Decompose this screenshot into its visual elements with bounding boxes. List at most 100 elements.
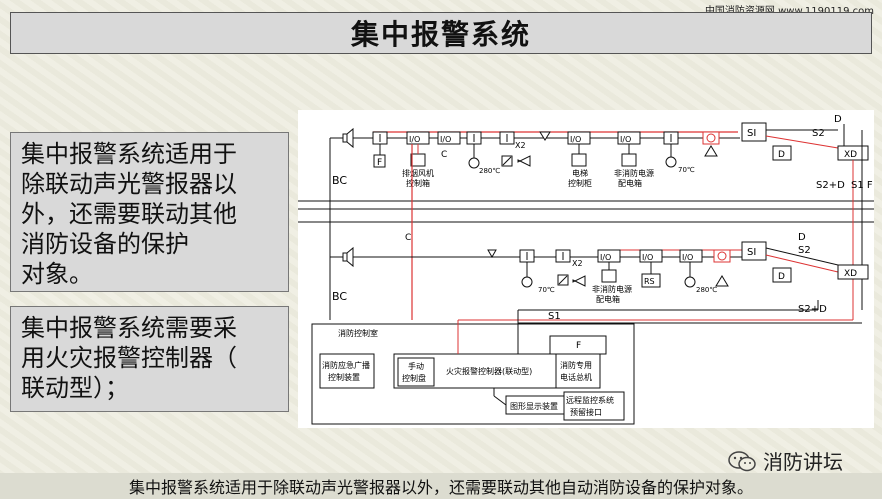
- box1-line: 外，还需要联动其他: [21, 200, 237, 228]
- heat-detector-icon: [665, 156, 677, 168]
- box2-line: 联动型）；: [21, 374, 129, 402]
- caption-bar: 集中报警系统适用于除联动声光警报器以外，还需要联动其他自动消防设备的保护对象。: [0, 473, 882, 499]
- box1-line: 对象。: [21, 260, 93, 288]
- main-controller-label: 火灾报警控制器(联动型): [446, 366, 532, 376]
- temp-280-bottom: 280℃: [696, 286, 717, 294]
- si-top-box: [741, 122, 767, 142]
- nonfire-bottom-label: 非消防电源: [592, 284, 632, 294]
- control-room-label: 消防控制室: [338, 328, 378, 338]
- f-label: F: [377, 158, 382, 168]
- s2-bottom-label: S2: [798, 245, 811, 256]
- graphic-display-label: 图形显示装置: [510, 401, 558, 411]
- f-box-label: F: [576, 341, 581, 351]
- alarm-icon: [704, 145, 718, 157]
- title-bar: 集中报警系统: [10, 12, 872, 54]
- heat-detector-icon: [521, 276, 533, 288]
- d-top-label: D: [834, 114, 842, 125]
- box2-line: 用火灾报警控制器（: [21, 344, 237, 372]
- c-top-label: C: [441, 150, 447, 160]
- nonfire-top-label: 配电箱: [618, 178, 642, 188]
- svg-text:I/O: I/O: [440, 135, 451, 144]
- f-frame: [549, 335, 607, 355]
- phone-box: [555, 353, 601, 389]
- s1f-label: S1 F: [851, 180, 873, 191]
- elevator-label: 电梯: [572, 168, 588, 178]
- s2d-top-label: S2+D: [816, 180, 845, 191]
- wechat-icon: [728, 450, 756, 471]
- caption-text: 集中报警系统适用于除联动声光警报器以外，还需要联动其他自动消防设备的保护对象。: [128, 478, 753, 497]
- io-module-icon: [437, 131, 461, 145]
- manual-panel-label: 手动: [408, 361, 424, 371]
- broadcast-label: 控制装置: [328, 372, 360, 382]
- control-room-frame: [311, 323, 635, 425]
- remote-label: 预留接口: [570, 407, 602, 417]
- xd-bottom-box: [837, 264, 869, 280]
- xd-bottom-label: XD: [844, 269, 857, 279]
- temp-70-top: 70℃: [678, 166, 695, 174]
- phone-label: 消防专用: [560, 360, 592, 370]
- x2-bottom-label: X2: [572, 259, 583, 268]
- svg-text:I/O: I/O: [570, 135, 581, 144]
- d-bottom-label: D: [798, 232, 806, 243]
- wechat-label: 消防讲坛: [763, 450, 843, 474]
- smoke-detector-icon: [702, 131, 720, 145]
- site-watermark: 中国消防资源网 www.1190119.com: [705, 2, 874, 17]
- d-box-bottom-label: D: [778, 272, 785, 282]
- top-floor-bus: F I/O 排烟风机 控制箱 I/O C 280℃ X2: [353, 131, 740, 188]
- fan-label: 排烟风机: [402, 168, 434, 178]
- smoke-detector-icon: [713, 249, 731, 263]
- system-diagram: BC BC F I/O 排烟风机 控制箱: [298, 110, 874, 428]
- nonfire-top-label: 非消防电源: [614, 168, 654, 178]
- page-title: 集中报警系统: [350, 18, 531, 51]
- phone-label: 电话总机: [560, 372, 592, 382]
- fan-label: 控制箱: [406, 178, 430, 188]
- heat-detector-icon: [684, 276, 696, 288]
- svg-text:I/O: I/O: [409, 135, 420, 144]
- bc-top-label: BC: [332, 174, 347, 187]
- remote-box: [563, 391, 625, 421]
- x2-top-label: X2: [515, 141, 526, 150]
- svg-text:I/O: I/O: [642, 253, 653, 262]
- s2-top-label: S2: [812, 128, 825, 139]
- broadcast-box: [319, 353, 375, 389]
- s1-label: S1: [548, 311, 561, 322]
- temp-70-bottom: 70℃: [538, 286, 555, 294]
- speaker-icon: [342, 246, 354, 268]
- d-box-top-label: D: [778, 150, 785, 160]
- flow-indicator-icon: [539, 131, 551, 141]
- wechat-watermark: 消防讲坛: [727, 446, 843, 475]
- bottom-floor-bus: 70℃ X2 I/O 非消防电源 配电箱 I/O RS I/O: [353, 249, 742, 304]
- box1-line: 集中报警系统适用于: [21, 140, 237, 168]
- d-box-top: [772, 145, 792, 161]
- si-bottom-label: SI: [747, 247, 756, 258]
- floor-lines: [298, 200, 874, 223]
- nonfire-bottom-label: 配电箱: [596, 294, 620, 304]
- io-module-icon: [679, 249, 703, 263]
- box1-line: 除联动声光警报器以: [21, 170, 237, 198]
- bc-bottom-label: BC: [332, 290, 347, 303]
- c-left-label: C: [405, 233, 411, 243]
- flow-indicator-icon: [487, 249, 497, 259]
- description-box-controller: 集中报警系统需要采 用火灾报警控制器（ 联动型）；: [10, 306, 289, 412]
- svg-text:I/O: I/O: [682, 253, 693, 262]
- description-box-applicability: 集中报警系统适用于 除联动声光警报器以 外，还需要联动其他 消防设备的保护 对象…: [10, 132, 289, 292]
- d-box-bottom: [772, 267, 792, 283]
- heat-detector-icon: [468, 157, 480, 169]
- xd-top-label: XD: [844, 150, 857, 160]
- speaker-icon: [342, 127, 354, 149]
- elevator-label: 控制柜: [568, 178, 592, 188]
- system-diagram-svg: BC BC F I/O 排烟风机 控制箱: [298, 114, 874, 425]
- si-bottom-box: [741, 241, 767, 261]
- svg-text:I/O: I/O: [600, 253, 611, 262]
- alarm-icon: [715, 275, 729, 287]
- temp-280-top: 280℃: [479, 167, 500, 175]
- manual-panel-box: [397, 357, 435, 387]
- valve-icon: [517, 155, 531, 167]
- box2-line: 集中报警系统需要采: [21, 314, 237, 342]
- svg-text:I/O: I/O: [620, 135, 631, 144]
- box1-line: 消防设备的保护: [21, 230, 189, 258]
- rs-label: RS: [644, 277, 655, 286]
- valve-icon: [572, 275, 586, 287]
- remote-label: 远程监控系统: [566, 395, 614, 405]
